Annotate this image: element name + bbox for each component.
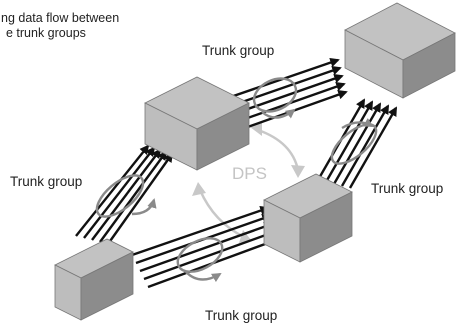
loop-arrow-right — [330, 123, 378, 165]
cube-top-middle — [144, 76, 250, 171]
dps-arc-bottom-left — [198, 189, 245, 239]
cube-top-right — [344, 2, 456, 99]
loop-arrow-left — [95, 174, 145, 218]
trunk-group-label-left: Trunk group — [10, 174, 82, 189]
loop-arrowhead-bottom — [185, 271, 222, 283]
trunk-group-label-right: Trunk group — [371, 181, 443, 196]
loop-arrowhead-left — [131, 198, 157, 216]
loop-arrow-top — [252, 77, 298, 113]
trunk-group-label-bottom: Trunk group — [205, 308, 277, 323]
caption-line-2: e trunk groups — [6, 26, 86, 40]
caption-line-1: ng data flow between — [1, 11, 119, 25]
dps-label: DPS — [232, 164, 267, 183]
trunk-lines-left — [75, 144, 174, 245]
cube-bottom-right — [263, 173, 353, 263]
dps-arrowhead-bottom — [239, 230, 252, 243]
dps-circular-arrows — [192, 121, 305, 243]
loop-arrowhead-right — [341, 118, 374, 130]
cube-bottom-left — [54, 238, 134, 321]
loop-arrowhead-top — [261, 108, 296, 119]
trunk-lines-bottom — [131, 205, 278, 289]
dps-arrowhead-right — [291, 165, 305, 178]
dps-arrowhead-left — [192, 182, 206, 196]
dps-arrowhead-top — [250, 121, 262, 136]
trunk-group-label-top: Trunk group — [202, 43, 274, 58]
loop-arrow-bottom — [176, 237, 224, 273]
trunk-lines-right — [316, 98, 398, 189]
